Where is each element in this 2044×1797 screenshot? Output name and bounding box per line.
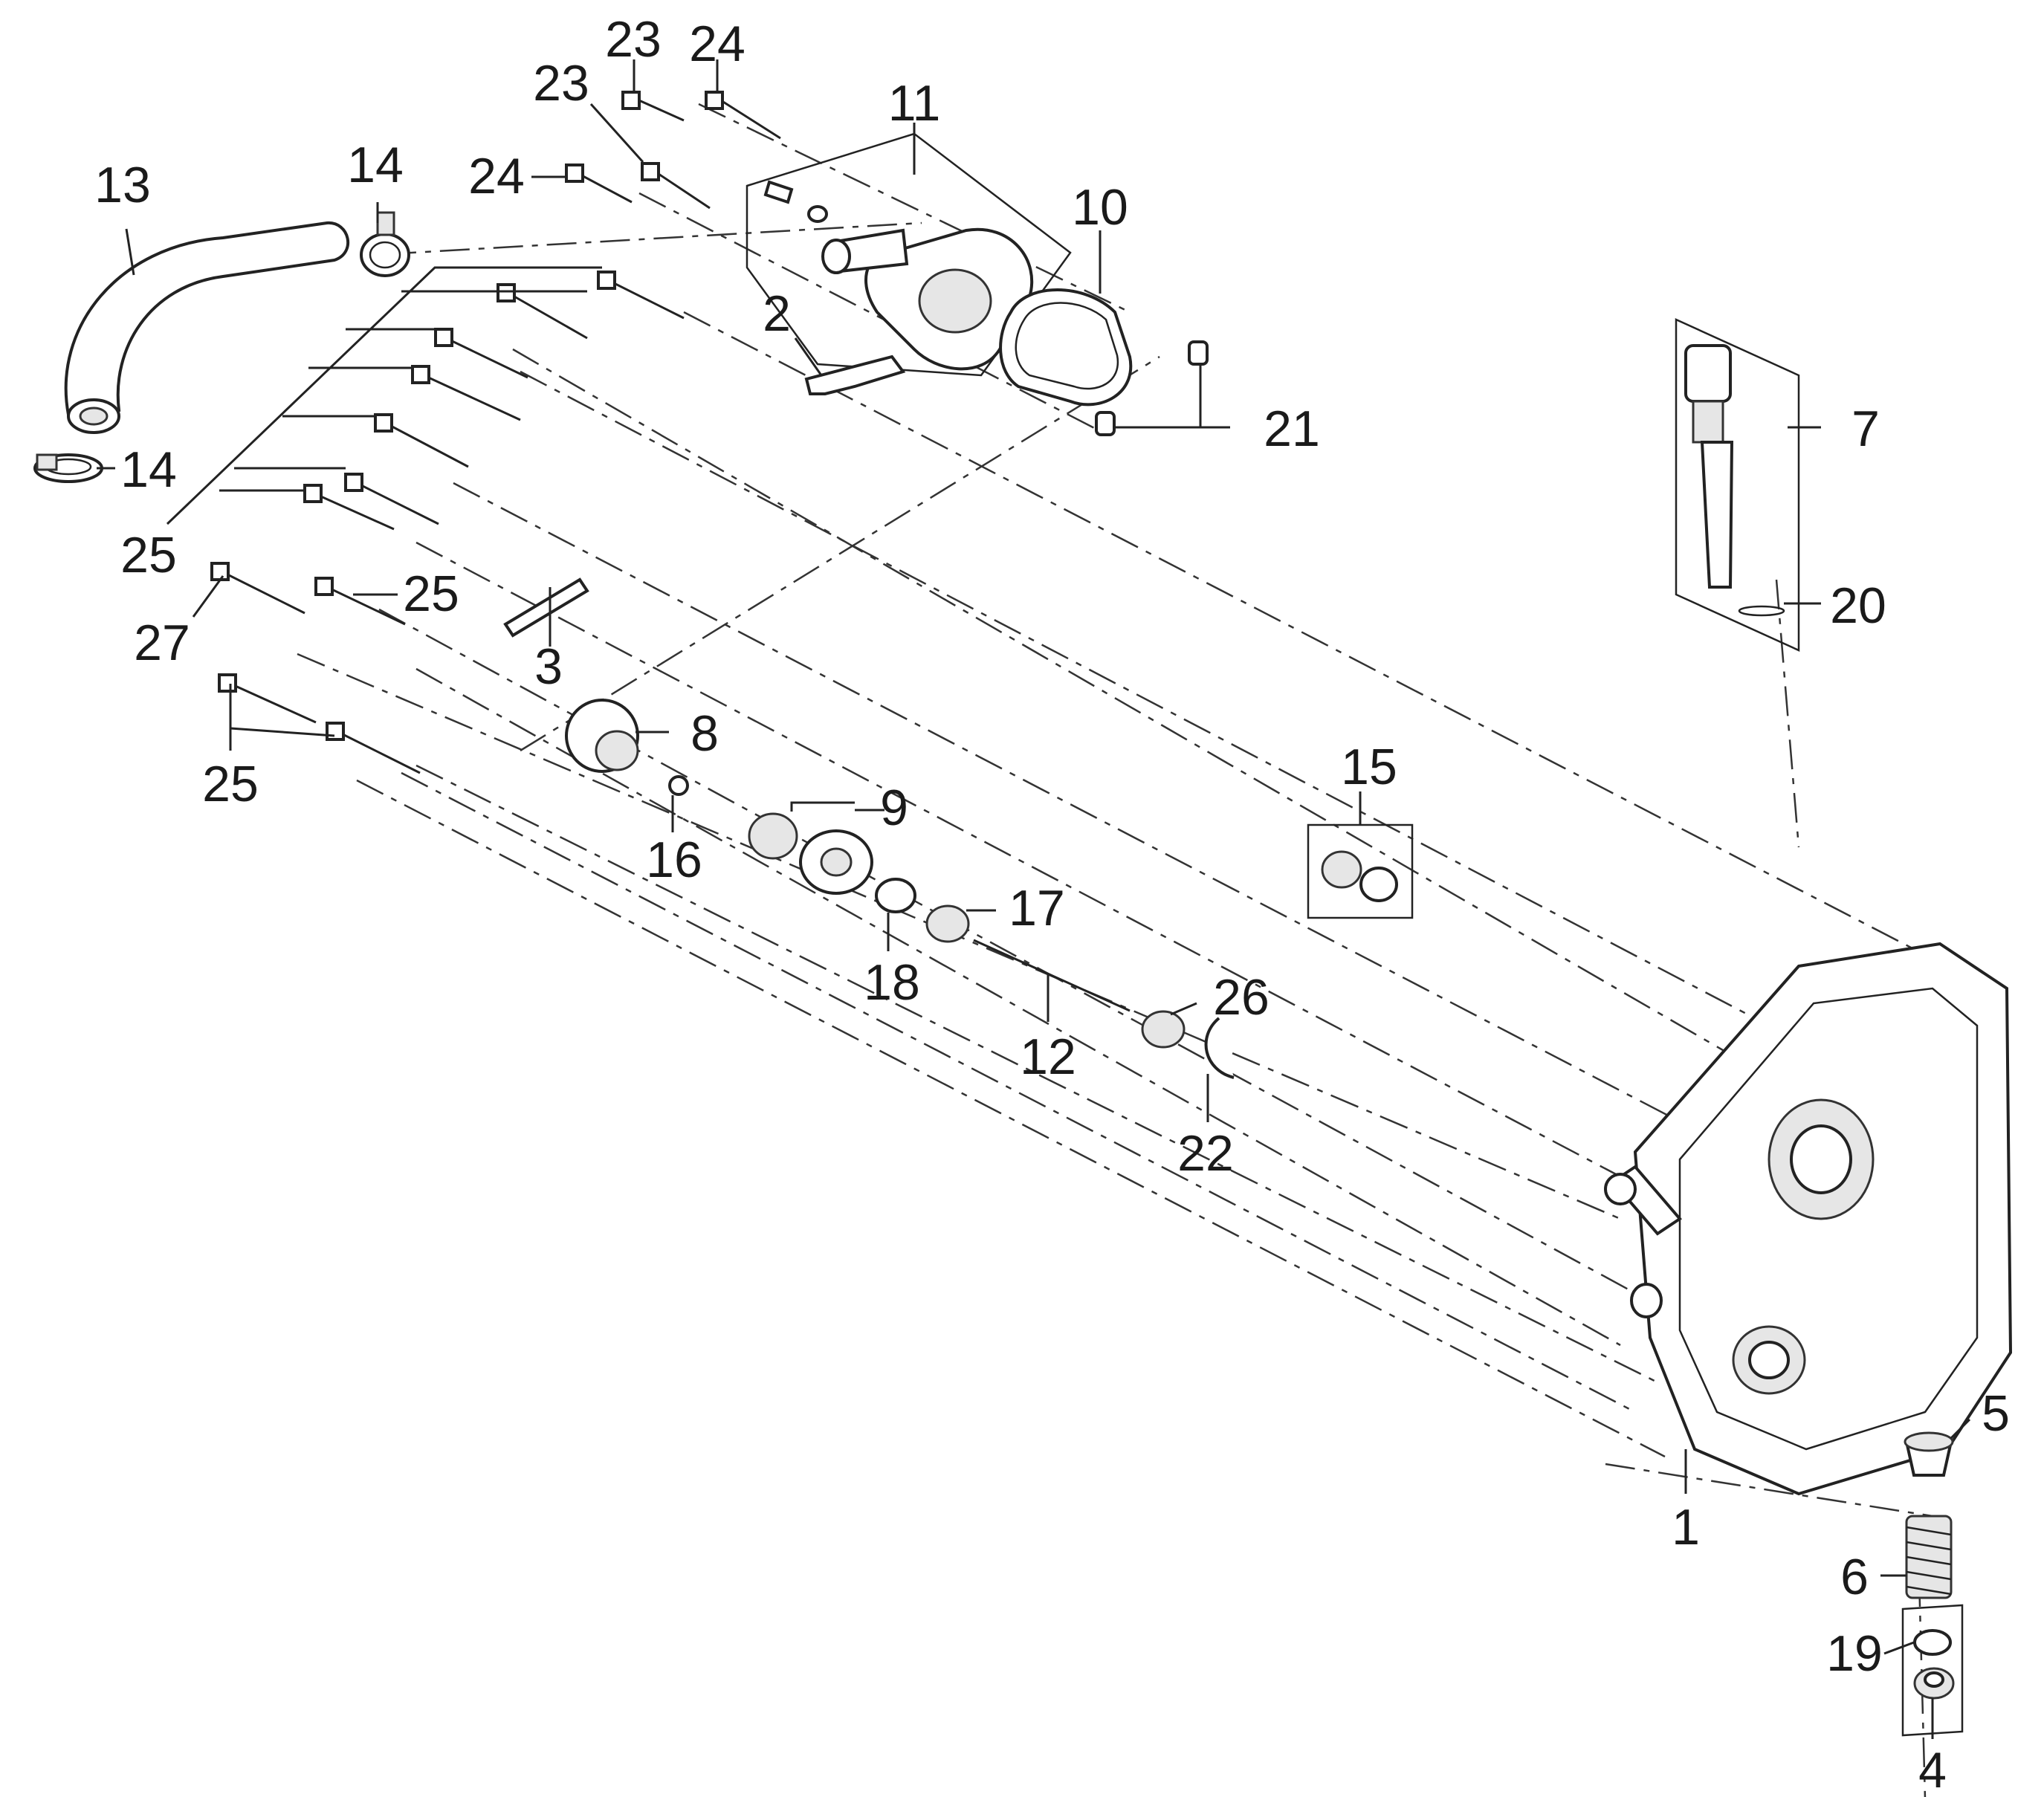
part-labels: 13 14 14 25 23 24 23 24 11 10 2 21 7 20 … [94,11,2010,1797]
label-19: 19 [1826,1625,1883,1682]
label-27: 27 [134,615,190,671]
label-18: 18 [864,954,920,1011]
label-11: 11 [888,75,941,132]
label-8: 8 [691,705,719,762]
label-5: 5 [1982,1385,2010,1442]
label-20: 20 [1830,577,1886,634]
coolant-hose [64,221,349,434]
label-22: 22 [1177,1125,1234,1182]
dipstick-group [1675,318,1800,652]
label-4: 4 [1918,1742,1947,1797]
label-9: 9 [880,780,908,836]
crankcase-cover [1604,942,2013,1496]
label-14-lower: 14 [120,441,177,498]
hose-clamp-upper [360,211,410,277]
label-25-left: 25 [120,527,177,583]
label-23: 23 [533,55,589,111]
label-24: 24 [468,148,525,204]
seal-box [1307,823,1414,919]
drain-plug-stack [1901,1431,1964,1737]
hose-clamp-lower [33,453,103,483]
label-25-mid: 25 [403,566,459,622]
label-16: 16 [646,832,702,888]
label-26: 26 [1213,969,1270,1026]
label-10: 10 [1072,179,1128,236]
assembly-axes [297,103,1933,1797]
shaft-parts [565,699,1235,1079]
label-15: 15 [1341,739,1397,795]
label-14-upper: 14 [347,137,404,193]
label-23-top: 23 [605,11,662,68]
label-13: 13 [94,157,151,213]
label-1: 1 [1672,1499,1700,1555]
label-25-bottom: 25 [202,756,259,812]
label-3: 3 [534,638,563,695]
label-12: 12 [1020,1029,1076,1085]
label-24-top: 24 [689,16,746,72]
label-6: 6 [1840,1549,1869,1605]
pump-cover-group [503,132,1209,638]
label-21: 21 [1264,401,1320,457]
label-2: 2 [763,285,791,342]
label-7: 7 [1851,401,1880,457]
label-17: 17 [1009,880,1065,936]
leader-lines [97,59,1971,1739]
bolts [210,91,781,774]
